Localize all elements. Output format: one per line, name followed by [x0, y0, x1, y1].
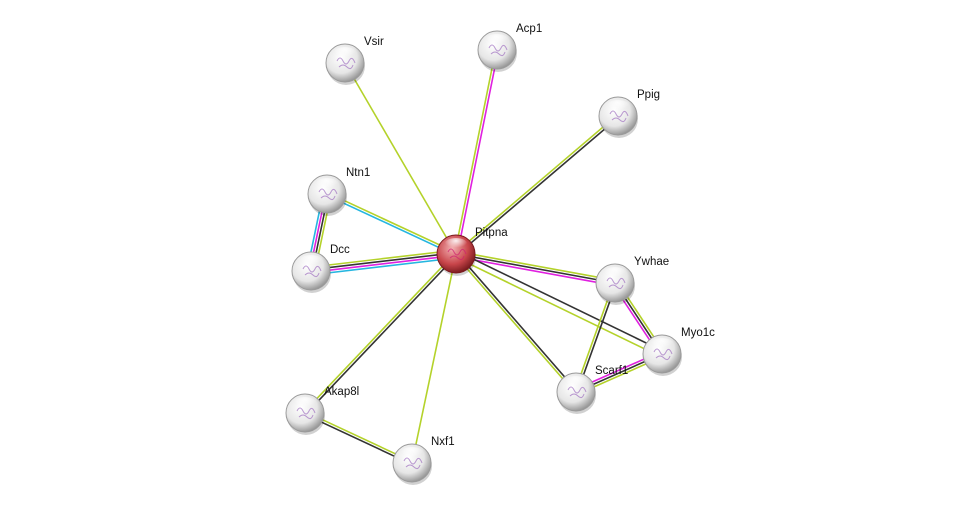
node-highlight — [444, 238, 468, 252]
node-nxf1[interactable]: Nxf1 — [392, 436, 455, 485]
node-label: Akap8l — [324, 386, 359, 398]
node-highlight — [606, 100, 630, 114]
evidence-line-yellow-green — [310, 249, 456, 268]
node-akap8l[interactable]: Akap8l — [285, 386, 359, 435]
edge-pitpna-myo1c[interactable] — [454, 255, 662, 358]
node-highlight — [299, 255, 323, 269]
evidence-line-black — [456, 252, 578, 392]
edge-pitpna-dcc[interactable] — [310, 249, 457, 276]
node-label: Ywhae — [634, 256, 669, 268]
edge-akap8l-nxf1[interactable] — [304, 411, 413, 465]
node-highlight — [315, 178, 339, 192]
node-dcc[interactable]: Dcc — [291, 244, 350, 293]
node-label: Scarf1 — [595, 365, 628, 377]
node-label: Acp1 — [516, 23, 542, 35]
edge-pitpna-scarf1[interactable] — [454, 252, 578, 394]
node-highlight — [333, 47, 357, 61]
node-highlight — [564, 376, 588, 390]
evidence-line-black — [455, 253, 616, 284]
evidence-line-black — [456, 250, 664, 353]
evidence-line-yellow-green — [305, 411, 413, 463]
evidence-line-magenta — [455, 255, 615, 287]
evidence-line-black — [304, 413, 412, 465]
node-label: Pitpna — [475, 227, 508, 239]
evidence-line-black — [310, 251, 456, 271]
evidence-line-yellow-green — [303, 252, 456, 413]
node-acp1[interactable]: Acp1 — [477, 23, 542, 72]
evidence-line-black — [456, 116, 620, 256]
node-label: Vsir — [364, 36, 384, 48]
edge-pitpna-ywhae[interactable] — [455, 250, 616, 287]
evidence-line-yellow-green — [454, 114, 618, 254]
edge-pitpna-vsir[interactable] — [344, 62, 457, 255]
edge-pitpna-akap8l[interactable] — [303, 252, 458, 415]
node-ntn1[interactable]: Ntn1 — [307, 167, 370, 216]
evidence-line-yellow-green — [454, 254, 576, 394]
node-ppig[interactable]: Ppig — [598, 89, 660, 138]
node-scarf1[interactable]: Scarf1 — [556, 365, 628, 414]
node-highlight — [485, 34, 509, 48]
evidence-line-yellow-green — [456, 250, 616, 282]
edge-pitpna-myo1c[interactable] — [456, 250, 664, 353]
node-highlight — [400, 447, 424, 461]
node-label: Ppig — [637, 89, 660, 101]
node-pitpna[interactable]: Pitpna — [436, 227, 508, 276]
evidence-line-yellow-green — [454, 255, 662, 358]
evidence-line-magenta — [456, 50, 500, 255]
node-highlight — [293, 397, 317, 411]
edge-pitpna-acp1[interactable] — [453, 49, 500, 255]
node-highlight — [650, 338, 674, 352]
evidence-line-yellow-green — [453, 49, 497, 254]
node-label: Dcc — [330, 244, 350, 256]
node-vsir[interactable]: Vsir — [325, 36, 384, 85]
evidence-line-cyan — [311, 257, 457, 276]
node-label: Myo1c — [681, 327, 715, 339]
edge-pitpna-ntn1[interactable] — [326, 192, 457, 256]
evidence-line-yellow-green — [411, 253, 457, 464]
node-myo1c[interactable]: Myo1c — [642, 327, 715, 376]
evidence-line-magenta — [311, 254, 457, 274]
edge-pitpna-nxf1[interactable] — [411, 253, 457, 464]
node-label: Nxf1 — [431, 436, 455, 448]
node-label: Ntn1 — [346, 167, 370, 179]
evidence-line-black — [305, 254, 458, 415]
edge-pitpna-ppig[interactable] — [454, 114, 620, 256]
node-highlight — [603, 267, 627, 281]
node-ywhae[interactable]: Ywhae — [595, 256, 669, 305]
evidence-line-yellow-green — [327, 192, 457, 254]
evidence-line-yellow-green — [344, 62, 457, 255]
evidence-line-cyan — [326, 194, 456, 256]
nodes-layer: Pitpna Vsir Acp1PpigNtn1DccYwhaeMyo1cScarf… — [285, 23, 715, 485]
